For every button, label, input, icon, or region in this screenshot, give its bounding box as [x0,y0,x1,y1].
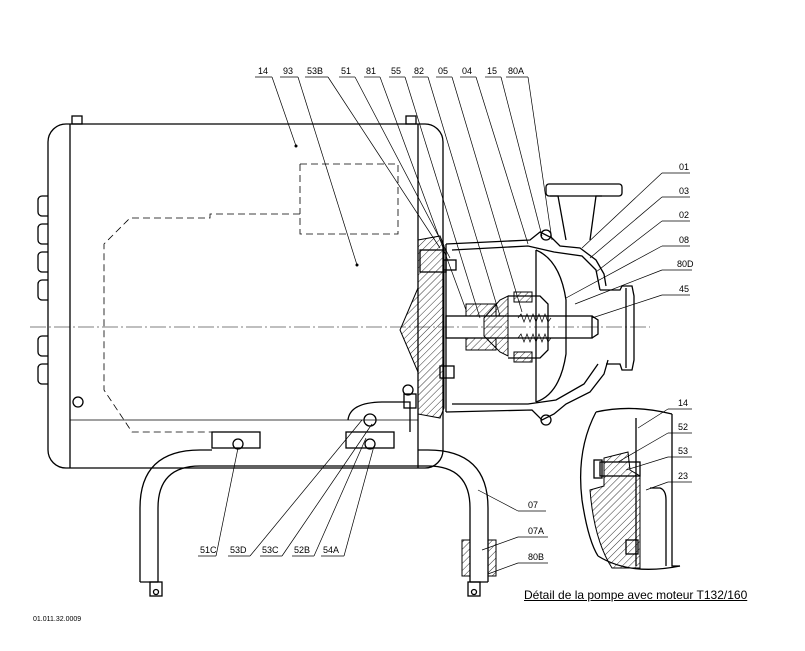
lantern-flange [399,235,457,419]
leader-line-14 [271,76,297,147]
part-label-54A: 54A [323,545,339,555]
part-label-55: 55 [391,66,401,76]
leader-line-52 [617,432,669,463]
drawing-reference: 01.011.32.0009 [33,616,82,623]
part-label-08: 08 [679,235,689,245]
part-label-51: 51 [341,66,351,76]
leader-line-54A [343,445,375,557]
part-label-53C: 53C [262,545,279,555]
part-label-82: 82 [414,66,424,76]
leader-line-04 [475,76,529,245]
part-label-05: 05 [438,66,448,76]
part-label-45: 45 [679,284,689,294]
leader-line-81 [379,76,467,311]
leader-line-80D [574,269,663,305]
leader-line-53D [249,419,363,557]
leader-line-55 [404,76,481,319]
part-label-07: 07 [528,500,538,510]
leader-line-53C [281,423,373,557]
leader-line-05 [451,76,523,313]
part-label-52: 52 [678,422,688,432]
leader-line-08 [565,245,663,299]
leader-line-52B [313,437,367,557]
leader-line-93 [297,76,358,266]
part-label-80B: 80B [528,552,544,562]
part-label-53: 53 [678,446,688,456]
part-label-01: 01 [679,162,689,172]
part-label-04: 04 [462,66,472,76]
part-label-52B: 52B [294,545,310,555]
leader-line-23 [645,481,669,491]
part-label-15: 15 [487,66,497,76]
part-label-03: 03 [679,186,689,196]
part-label-51C: 51C [200,545,217,555]
part-label-14: 14 [258,66,268,76]
part-label-07A: 07A [528,526,544,536]
leader-line-03 [589,196,663,259]
leader-line-07A [481,536,519,551]
leader-line-15 [500,76,543,237]
leader-line-45 [591,294,663,319]
callout-labels: 14 93 53B 51 81 55 82 05 04 15 80A 01 03 02 08 80D 45 51C… [198,66,694,575]
leader-line-07 [477,489,519,512]
leader-line-80B [487,562,519,575]
part-label-80D: 80D [677,259,694,269]
stand-frame [139,393,497,597]
leader-line-51C [215,447,239,557]
part-label-23: 23 [678,471,688,481]
leader-line-01 [581,172,663,249]
part-label-80A: 80A [508,66,524,76]
pump-casing [445,183,635,426]
part-label-53B: 53B [307,66,323,76]
leader-line-82 [427,76,501,317]
part-label-93: 93 [283,66,293,76]
leader-line-02 [595,220,663,273]
part-label-53D: 53D [230,545,247,555]
leader-line-80A [527,76,553,241]
detail-view [579,407,681,570]
leader-line-53B [327,76,441,249]
part-label-81: 81 [366,66,376,76]
part-label-02: 02 [679,210,689,220]
leader-line-53 [625,456,669,471]
detail-caption: Détail de la pompe avec moteur T132/160 [524,588,748,602]
part-label-14: 14 [678,398,688,408]
leader-line-51 [354,76,451,259]
leader-line-14 [637,408,669,429]
motor [37,115,444,469]
